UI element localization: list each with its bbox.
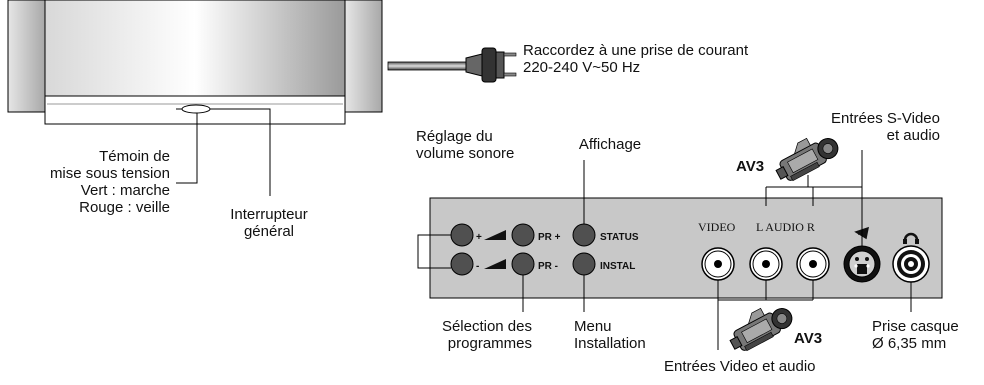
volume-wedge-icon (484, 230, 506, 240)
svideo-jack[interactable] (843, 245, 881, 283)
pr-minus-text: PR - (538, 261, 558, 272)
power-label: Raccordez à une prise de courant 220-240… (523, 42, 749, 76)
headphone-label: Prise casque Ø 6,35 mm (872, 318, 959, 352)
av3-bottom-label: AV3 (794, 330, 823, 347)
audio-left-jack[interactable] (749, 247, 783, 281)
camcorder-top-icon (775, 137, 839, 182)
headphone-symbol-icon (903, 232, 919, 241)
video-text: VIDEO (698, 220, 736, 234)
tv-set (7, 0, 383, 125)
volume-plus-text: + (476, 232, 482, 243)
pr-plus-text: PR + (538, 232, 561, 243)
power-cord (387, 47, 517, 83)
front-panel (429, 197, 943, 299)
panel-leader-lines (417, 150, 912, 350)
svideo-inputs-label: Entrées S-Video et audio (831, 110, 940, 144)
power-switch-icon[interactable] (181, 104, 211, 114)
status-button[interactable] (572, 223, 596, 247)
camcorder-bottom-icon (729, 307, 793, 352)
volume-minus-text: - (476, 261, 480, 272)
video-jack[interactable] (701, 247, 735, 281)
volume-up-button[interactable] (450, 223, 474, 247)
main-switch-label: Interrupteur général (230, 206, 308, 240)
instal-text: INSTAL (600, 261, 636, 272)
tv-leader-lines (176, 108, 271, 196)
volume-wedge-icon (484, 259, 506, 269)
program-up-button[interactable] (511, 223, 535, 247)
menu-installation-label: Menu Installation (574, 318, 646, 352)
av3-top-label: AV3 (736, 158, 765, 175)
volume-down-button[interactable] (450, 252, 474, 276)
program-down-button[interactable] (511, 252, 535, 276)
program-selection-label: Sélection des programmes (441, 318, 532, 352)
instal-button[interactable] (572, 252, 596, 276)
video-inputs-label: Entrées Video et audio (664, 358, 816, 375)
headphone-jack[interactable] (892, 245, 930, 283)
status-text: STATUS (600, 232, 639, 243)
power-indicator-label: Témoin de mise sous tension Vert : march… (49, 148, 170, 216)
audio-right-jack[interactable] (796, 247, 830, 281)
l-audio-r-text: L AUDIO R (756, 220, 815, 234)
volume-label: Réglage du volume sonore (416, 128, 515, 162)
display-label: Affichage (578, 136, 642, 153)
